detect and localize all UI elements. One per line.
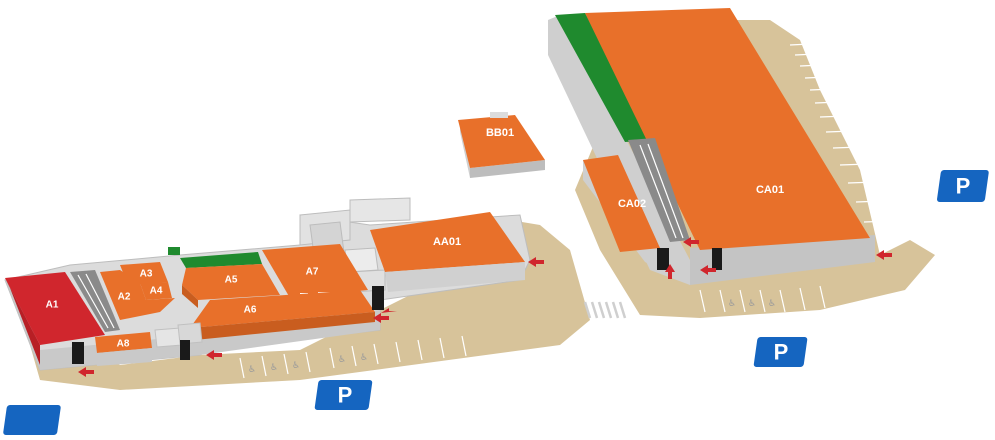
unit-a6-label: A6: [244, 305, 257, 316]
parking-sign-bottom-right[interactable]: P: [753, 337, 808, 367]
entrance-arrow-icon: [876, 250, 892, 260]
door-aa01: [372, 286, 384, 310]
parking-sign-right-label: P: [956, 174, 971, 199]
unit-a1-label: A1: [46, 300, 59, 311]
green-strip-ca01: [555, 13, 655, 142]
unit-a4-roof: [140, 282, 172, 300]
parking-sign-right[interactable]: P: [937, 170, 989, 202]
unit-a1-roof: [5, 272, 105, 345]
parking-stalls-bottom-right: [699, 285, 826, 313]
unit-a6-roof: [190, 290, 375, 328]
parking-sign-icon: [314, 380, 373, 410]
parking-sign-bottom-right-label: P: [774, 340, 789, 365]
unit-aa01[interactable]: AA01: [370, 212, 525, 292]
wheelchair-icon: ♿: [360, 353, 368, 363]
unit-a5-label: A5: [225, 275, 238, 286]
unit-a2-label: A2: [118, 292, 131, 303]
unit-a6[interactable]: A6: [190, 290, 375, 340]
door-ca01: [712, 248, 722, 270]
unit-bb01-roof: [458, 115, 545, 168]
building-right-side-wall: [548, 15, 690, 285]
entrance-arrow-icon: [683, 237, 699, 247]
accessible-parking-left: ♿ ♿ ♿ ♿ ♿: [248, 353, 368, 375]
escalator-right: [628, 138, 690, 242]
unit-bb01-wall-front: [470, 160, 545, 178]
building-right-front-wall: [690, 235, 875, 285]
entrance-arrow-icon: [381, 308, 397, 313]
door-ca02: [657, 248, 669, 270]
unit-bb01-label: BB01: [486, 127, 514, 139]
parking-sign-center[interactable]: P: [314, 380, 373, 410]
back-wall-b: [349, 197, 411, 223]
unit-a4-label: A4: [150, 286, 163, 297]
ground-left: [20, 220, 590, 390]
parking-sign-left[interactable]: P: [3, 405, 93, 435]
unit-a6-wall: [190, 312, 375, 340]
unit-a3-label: A3: [140, 269, 153, 280]
unit-ca02-roof: [583, 155, 660, 252]
unit-bb01-top-box: [490, 112, 508, 118]
building-left-complex: A1 A3 A4 A2 A5: [4, 197, 531, 371]
parking-stalls-bottom-left: [239, 335, 467, 379]
building-right-complex: CA01 CA02: [548, 8, 875, 285]
crosswalk: [583, 301, 627, 319]
accessible-parking-right: ♿ ♿ ♿: [728, 299, 776, 309]
wheelchair-icon: ♿: [248, 365, 256, 375]
wheelchair-icon: ♿: [292, 361, 300, 371]
door-a1: [72, 342, 84, 364]
parking-sign-center-label: P: [338, 383, 353, 408]
unit-a5[interactable]: A5: [182, 264, 280, 308]
unit-bb01[interactable]: BB01: [458, 112, 545, 178]
wheelchair-icon: ♿: [748, 299, 756, 309]
entrance-arrow-icon: [206, 350, 222, 360]
unit-ca02-label: CA02: [618, 198, 646, 210]
parking-sign-icon: [3, 405, 61, 435]
unit-aa01-wall: [385, 262, 525, 292]
unit-a1[interactable]: A1: [5, 272, 105, 365]
door-a6: [180, 340, 190, 360]
unit-a5-wall: [182, 285, 198, 308]
unit-ca02[interactable]: CA02: [583, 155, 660, 270]
parking-sign-icon: [753, 337, 808, 367]
unit-a7-label: A7: [306, 267, 319, 278]
unit-a8[interactable]: A8: [95, 332, 152, 366]
wheelchair-icon: ♿: [728, 299, 736, 309]
parking-stalls-right: [789, 42, 921, 223]
service-block-b: [177, 322, 203, 345]
unit-ca01-roof: [585, 8, 870, 250]
unit-ca01[interactable]: CA01: [585, 8, 870, 250]
entrance-arrows: [78, 237, 892, 377]
green-marker: [168, 247, 180, 255]
parking-sign-icon: [937, 170, 989, 202]
unit-a2-roof: [100, 270, 175, 320]
unit-ca01-label: CA01: [756, 184, 784, 196]
unit-a5-roof: [182, 264, 280, 300]
unit-aa01-roof: [370, 212, 525, 272]
unit-a8-label: A8: [117, 339, 130, 350]
green-strip-a5: [180, 252, 262, 268]
unit-a4[interactable]: A4: [140, 282, 172, 300]
escalator-left: [70, 270, 120, 364]
entrance-arrow-icon: [373, 313, 389, 323]
entrance-arrow-icon: [528, 257, 544, 267]
unit-a7-roof: [262, 244, 368, 298]
wheelchair-icon: ♿: [768, 299, 776, 309]
unit-a8-roof: [95, 332, 152, 353]
unit-a2[interactable]: A2: [100, 270, 175, 320]
entrance-arrow-icon: [700, 265, 716, 275]
wheelchair-icon: ♿: [270, 363, 278, 373]
service-block-a: [154, 327, 183, 348]
wheelchair-icon: ♿: [338, 355, 346, 365]
entrance-arrow-icon: [665, 264, 675, 279]
entrance-arrow-icon: [78, 367, 94, 377]
unit-a8-wall: [97, 348, 152, 366]
unit-aa01-label: AA01: [433, 236, 461, 248]
parking-sign-left-label: P: [79, 408, 94, 433]
building-left-front-wall: [5, 280, 40, 370]
